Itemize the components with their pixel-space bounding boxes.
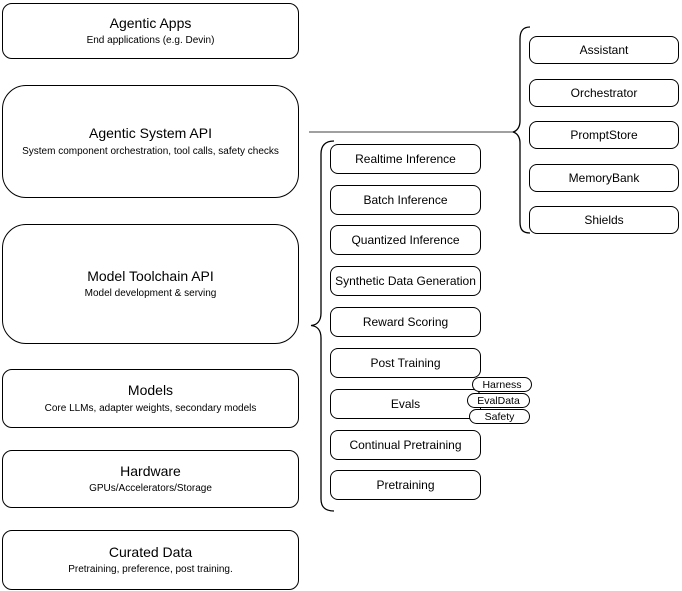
models-subtitle: Core LLMs, adapter weights, secondary mo… [44, 402, 257, 414]
quantized-inference-box: Quantized Inference [330, 225, 481, 255]
model-toolchain-api-box: Model Toolchain API Model development & … [2, 224, 299, 344]
components-brace [512, 26, 531, 234]
safety-tag: Safety [469, 409, 530, 424]
hardware-box: Hardware GPUs/Accelerators/Storage [2, 450, 299, 508]
agentic-apps-subtitle: End applications (e.g. Devin) [86, 35, 215, 47]
synthetic-data-generation-box: Synthetic Data Generation [330, 266, 481, 296]
models-box: Models Core LLMs, adapter weights, secon… [2, 369, 299, 428]
harness-tag: Harness [472, 377, 532, 392]
promptstore-box: PromptStore [529, 121, 679, 149]
agentic-apps-box: Agentic Apps End applications (e.g. Devi… [2, 3, 299, 59]
curated-data-title: Curated Data [108, 543, 193, 560]
batch-inference-box: Batch Inference [330, 185, 481, 215]
orchestrator-box: Orchestrator [529, 79, 679, 107]
model-toolchain-api-subtitle: Model development & serving [84, 288, 217, 300]
hardware-title: Hardware [120, 462, 181, 479]
models-title: Models [127, 382, 174, 399]
agentic-apps-title: Agentic Apps [109, 14, 192, 31]
memorybank-box: MemoryBank [529, 164, 679, 192]
agentic-system-api-title: Agentic System API [89, 125, 212, 142]
continual-pretraining-box: Continual Pretraining [330, 430, 481, 460]
hardware-subtitle: GPUs/Accelerators/Storage [89, 483, 212, 495]
realtime-inference-box: Realtime Inference [330, 144, 481, 174]
curated-data-subtitle: Pretraining, preference, post training. [68, 564, 233, 576]
model-toolchain-api-title: Model Toolchain API [87, 267, 214, 284]
curated-data-box: Curated Data Pretraining, preference, po… [2, 530, 299, 590]
evaldata-tag: EvalData [467, 393, 530, 408]
agentic-system-api-box: Agentic System API System component orch… [2, 85, 299, 198]
post-training-box: Post Training [330, 348, 481, 378]
agentic-system-api-subtitle: System component orchestration, tool cal… [22, 145, 279, 157]
shields-box: Shields [529, 206, 679, 234]
pretraining-box: Pretraining [330, 470, 481, 500]
assistant-box: Assistant [529, 36, 679, 64]
reward-scoring-box: Reward Scoring [330, 307, 481, 337]
evals-box: Evals [330, 389, 481, 419]
